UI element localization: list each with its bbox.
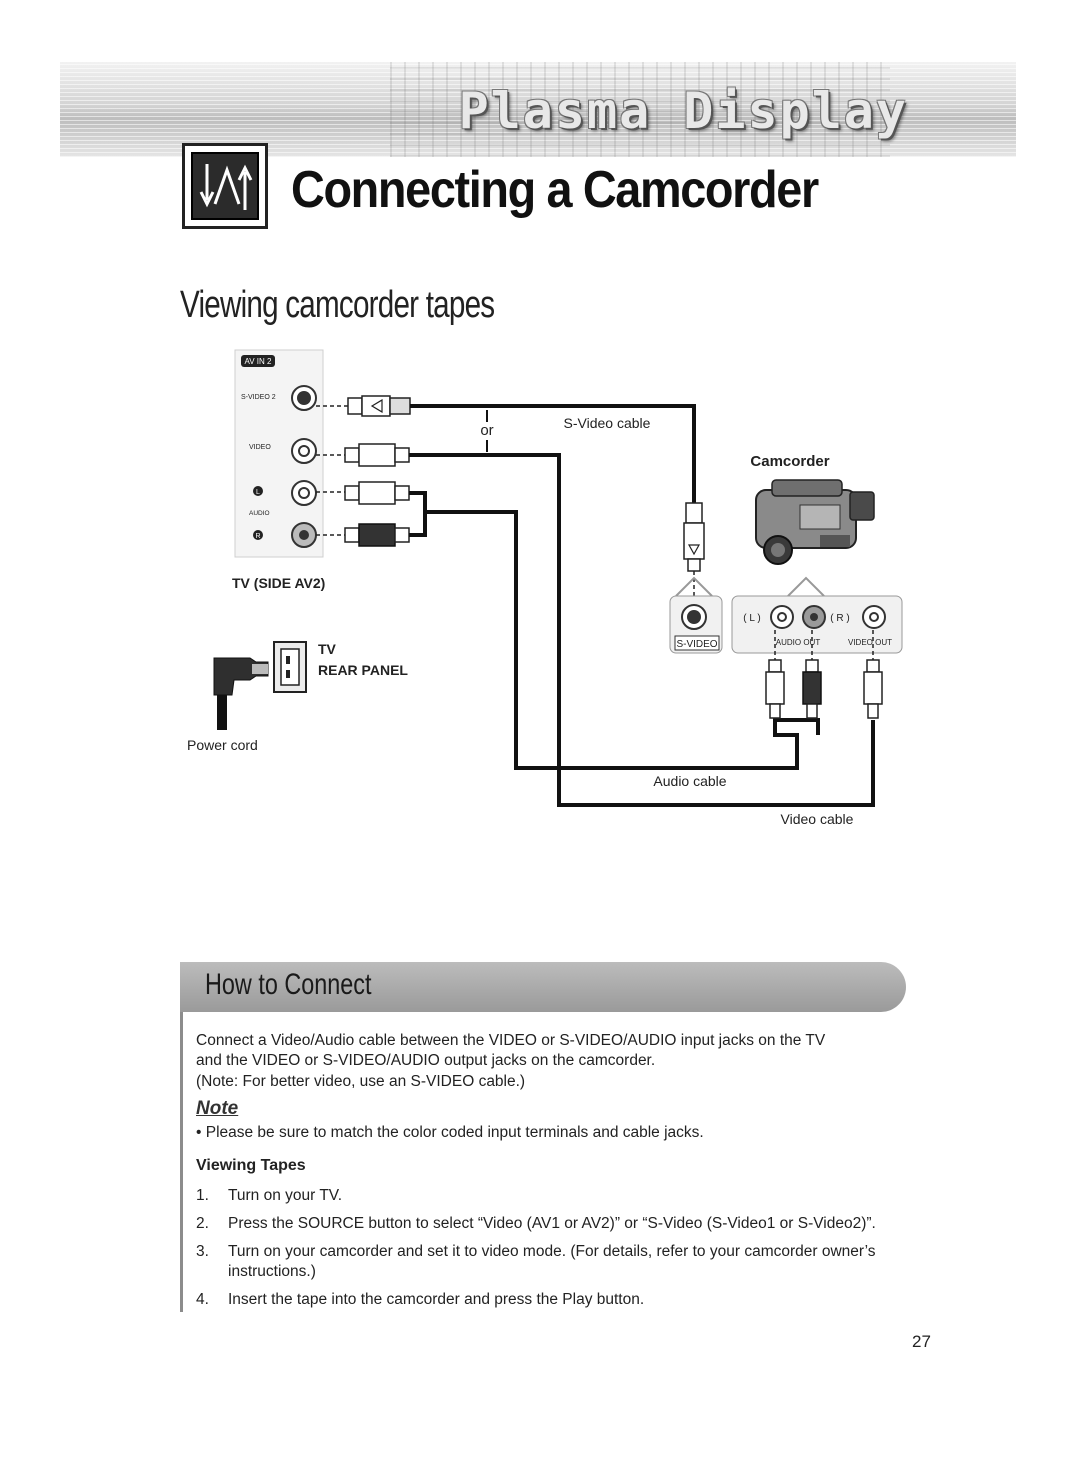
- cam-r-label: ( R ): [830, 613, 849, 624]
- step-number: 1.: [196, 1187, 209, 1204]
- note-heading: Note: [196, 1098, 239, 1119]
- cam-video-out-jack-core: [869, 612, 879, 622]
- power-cord-icon: [213, 641, 307, 730]
- banner-texture: [60, 62, 1016, 157]
- svideo-plug-cam: [683, 502, 705, 572]
- connect-paragraph-line-2: and the VIDEO or S-VIDEO/AUDIO output ja…: [196, 1052, 656, 1069]
- viewing-steps-list: 1. Turn on your TV. 2. Press the SOURCE bu…: [196, 1186, 896, 1318]
- tv-audio-r-jack: [291, 522, 317, 548]
- video-cable-line: [409, 453, 875, 807]
- viewing-tapes-heading: Viewing Tapes: [196, 1157, 306, 1174]
- page-number: 27: [912, 1332, 931, 1351]
- r-dot-icon: [253, 530, 263, 540]
- cam-svideo-label: S-VIDEO: [676, 639, 717, 650]
- connect-paragraph-note: (Note: For better video, use an S-VIDEO …: [196, 1073, 526, 1090]
- cam-l-label: ( L ): [743, 613, 760, 624]
- av-in-label: AV IN 2: [245, 357, 273, 366]
- cam-svideo-jack-core: [687, 610, 701, 624]
- audio-l-plug-tv: [344, 481, 410, 505]
- l-label: L: [256, 489, 260, 496]
- power-cord-label: Power cord: [187, 737, 258, 753]
- camcorder-icon: [755, 479, 875, 565]
- audio-r-plug-tv: [344, 523, 410, 547]
- step-number: 4.: [196, 1291, 209, 1308]
- note-bullet: • Please be sure to match the color code…: [196, 1124, 704, 1141]
- list-item: 3. Turn on your camcorder and set it to v…: [196, 1242, 896, 1282]
- connection-icon: [182, 143, 268, 229]
- audio-label: AUDIO: [249, 510, 270, 517]
- tv-svideo-jack: [291, 385, 317, 411]
- svideo2-label: S-VIDEO 2: [241, 394, 276, 401]
- how-to-connect-title: How to Connect: [205, 968, 372, 1001]
- cam-audio-out-label: AUDIO OUT: [776, 638, 821, 647]
- cam-audio-r-plug: [802, 630, 822, 719]
- cam-audio-l-jack-core: [777, 612, 787, 622]
- step-text: Turn on your TV.: [228, 1187, 343, 1204]
- step-number: 3.: [196, 1243, 209, 1260]
- tv-label: TV: [318, 641, 337, 657]
- tv-audio-l-jack: [291, 480, 317, 506]
- svideo-arrow-icon: [675, 576, 713, 597]
- video-plug-tv: [344, 443, 410, 467]
- list-item: 4. Insert the tape into the camcorder and…: [196, 1290, 896, 1310]
- or-label: or: [480, 422, 493, 439]
- section-title: Viewing camcorder tapes: [180, 284, 495, 326]
- step-text: Press the SOURCE button to select “Video…: [228, 1215, 876, 1232]
- step-text: Turn on your camcorder and set it to vid…: [228, 1243, 876, 1280]
- tv-video-jack: [291, 438, 317, 464]
- video-label: VIDEO: [249, 444, 271, 451]
- svideo-cable-line: [410, 404, 696, 503]
- audio-cable-label: Audio cable: [653, 773, 726, 789]
- svideo-cable-label: S-Video cable: [564, 415, 651, 431]
- rear-panel-label: REAR PANEL: [318, 662, 408, 678]
- how-to-connect-rule: [180, 1012, 183, 1312]
- cam-audio-l-plug: [765, 630, 785, 719]
- page-title: Connecting a Camcorder: [291, 161, 819, 219]
- banner-circuit-pattern: [390, 62, 890, 157]
- video-cable-label: Video cable: [781, 811, 854, 827]
- how-to-connect-bar: [180, 962, 906, 1012]
- r-label: R: [255, 533, 260, 540]
- camcorder-label: Camcorder: [750, 453, 829, 470]
- l-dot-icon: [253, 486, 263, 496]
- svideo-plug-tv: [347, 395, 411, 417]
- list-item: 2. Press the SOURCE button to select “Vid…: [196, 1214, 896, 1234]
- audio-arrow-icon: [787, 576, 825, 597]
- cam-video-plug: [863, 630, 883, 719]
- header-banner: Plasma Display: [60, 62, 1016, 157]
- connect-paragraph-line-1: Connect a Video/Audio cable between the …: [196, 1032, 826, 1049]
- audio-cable-line: [425, 510, 820, 770]
- cam-svideo-tag: [674, 635, 720, 651]
- banner-title: Plasma Display: [458, 82, 908, 140]
- list-item: 1. Turn on your TV.: [196, 1186, 896, 1206]
- av-in-badge: [241, 355, 275, 367]
- step-text: Insert the tape into the camcorder and p…: [228, 1291, 645, 1308]
- dashed-leads: [316, 405, 348, 536]
- cam-video-out-label: VIDEO OUT: [848, 638, 892, 647]
- cables: [409, 404, 875, 807]
- cam-audio-r-jack-core: [810, 613, 818, 621]
- tv-side-label: TV (SIDE AV2): [232, 575, 325, 591]
- step-number: 2.: [196, 1215, 209, 1232]
